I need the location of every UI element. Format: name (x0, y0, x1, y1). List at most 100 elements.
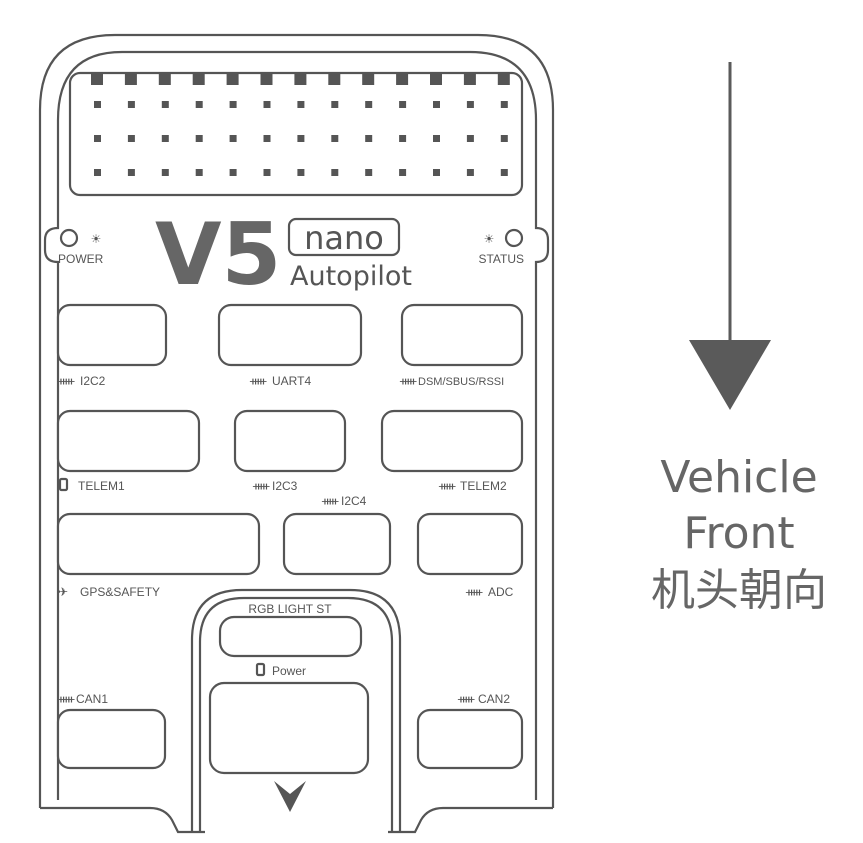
port-dsm (400, 303, 524, 367)
label-i2c2: ᚔ I2C2 (57, 374, 106, 388)
direction-arrow-head (689, 340, 771, 410)
port-telem1 (56, 409, 201, 473)
label-uart4: ᚔ UART4 (249, 374, 311, 388)
sun-icon: ☀ (484, 232, 495, 246)
wire-icon: ᚔ (399, 374, 417, 388)
header-pin-tab (158, 73, 171, 85)
header-pin (433, 101, 440, 108)
port-i2c2 (56, 303, 168, 367)
board-body (38, 33, 555, 834)
sun-icon: ☀ (91, 232, 102, 246)
header-pin (433, 169, 440, 176)
power-led-circle (59, 228, 79, 248)
label-i2c4: ᚔ I2C4 (321, 494, 367, 508)
header-pin (161, 169, 169, 176)
pin-row-top (91, 73, 510, 85)
label-telem2: ᚔ TELEM2 (438, 479, 507, 493)
power-led-label: POWER (58, 252, 104, 266)
status-led-label: STATUS (478, 252, 524, 266)
port-telem2 (380, 409, 524, 473)
svg-text:ADC: ADC (488, 585, 514, 599)
label-telem1: TELEM1 (58, 477, 125, 493)
port-gps (56, 512, 261, 576)
label-dsm: ᚔ DSM/SBUS/RSSI (399, 374, 504, 388)
header-pin (466, 101, 474, 108)
header-pin (263, 169, 271, 176)
header-pin (331, 101, 339, 108)
wire-icon: ᚔ (457, 692, 475, 706)
brand-variant: nano (304, 219, 384, 257)
wire-icon: ᚔ (252, 479, 270, 493)
header-pin (94, 169, 101, 176)
svg-text:I2C4: I2C4 (341, 494, 367, 508)
header-pin-tab (226, 73, 239, 85)
wire-icon: ᚔ (57, 692, 75, 706)
wire-icon: ᚔ (321, 494, 339, 508)
svg-text:CAN1: CAN1 (76, 692, 108, 706)
header-pin (297, 135, 305, 142)
header-pin-tab (124, 73, 137, 85)
header-pin (365, 135, 373, 142)
status-led-circle (504, 228, 524, 248)
brand-number: V5 (155, 205, 281, 305)
header-pin (195, 101, 203, 108)
header-pin (365, 101, 373, 108)
header-pin (229, 169, 237, 176)
header-pin (195, 135, 203, 142)
power-led: ☀ POWER (58, 228, 104, 266)
header-pin (161, 101, 169, 108)
header-pin (365, 169, 373, 176)
label-adc: ᚔ ADC (465, 585, 514, 599)
header-pin (127, 169, 135, 176)
port-i2c4 (282, 512, 392, 576)
wire-icon: ᚔ (438, 479, 456, 493)
header-pin (229, 135, 237, 142)
svg-text:CAN2: CAN2 (478, 692, 510, 706)
svg-text:I2C2: I2C2 (80, 374, 106, 388)
label-gps: ✈ GPS&SAFETY (58, 585, 160, 599)
header-pin (500, 135, 508, 142)
header-pin (161, 135, 169, 142)
svg-text:TELEM1: TELEM1 (78, 479, 125, 493)
header-pin (94, 101, 101, 108)
header-pin-tab (91, 73, 103, 85)
header-pin-tab (328, 73, 341, 85)
header-pin (399, 169, 407, 176)
brand-variant-box (287, 217, 401, 257)
header-pin (331, 135, 339, 142)
label-rgb: RGB LIGHT ST (248, 602, 332, 616)
header-pin (399, 135, 407, 142)
svg-text:UART4: UART4 (272, 374, 311, 388)
port-rgb (218, 615, 363, 658)
bottom-housing: RGB LIGHT ST Power (190, 588, 402, 832)
wire-icon: ᚔ (249, 374, 267, 388)
header-pin (399, 101, 407, 108)
header-pin (127, 135, 135, 142)
pin-header (68, 71, 524, 197)
header-pin (500, 169, 508, 176)
port-power (208, 681, 370, 775)
header-pin (263, 135, 271, 142)
direction-line1: Vehicle (660, 452, 817, 503)
port-can2 (416, 708, 524, 770)
direction-line2: Front (683, 508, 794, 559)
direction-line3: 机头朝向 (651, 565, 827, 616)
label-power: Power (255, 662, 306, 678)
header-pin (466, 135, 474, 142)
header-pin (297, 169, 305, 176)
status-led: ☀ STATUS (478, 228, 524, 266)
branding: V5 nano Autopilot (155, 205, 412, 305)
svg-text:DSM/SBUS/RSSI: DSM/SBUS/RSSI (418, 376, 504, 388)
header-pin (466, 169, 474, 176)
header-pin-tab (192, 73, 205, 85)
port-can1 (56, 708, 167, 770)
header-pin-tab (430, 73, 442, 85)
label-i2c3: ᚔ I2C3 (252, 479, 298, 493)
header-pin-tab (294, 73, 307, 85)
svg-text:GPS&SAFETY: GPS&SAFETY (80, 585, 160, 599)
direction-indicator: Vehicle Front 机头朝向 (651, 62, 827, 616)
svg-text:I2C3: I2C3 (272, 479, 298, 493)
brand-subtitle: Autopilot (290, 261, 412, 292)
svg-text:TELEM2: TELEM2 (460, 479, 507, 493)
